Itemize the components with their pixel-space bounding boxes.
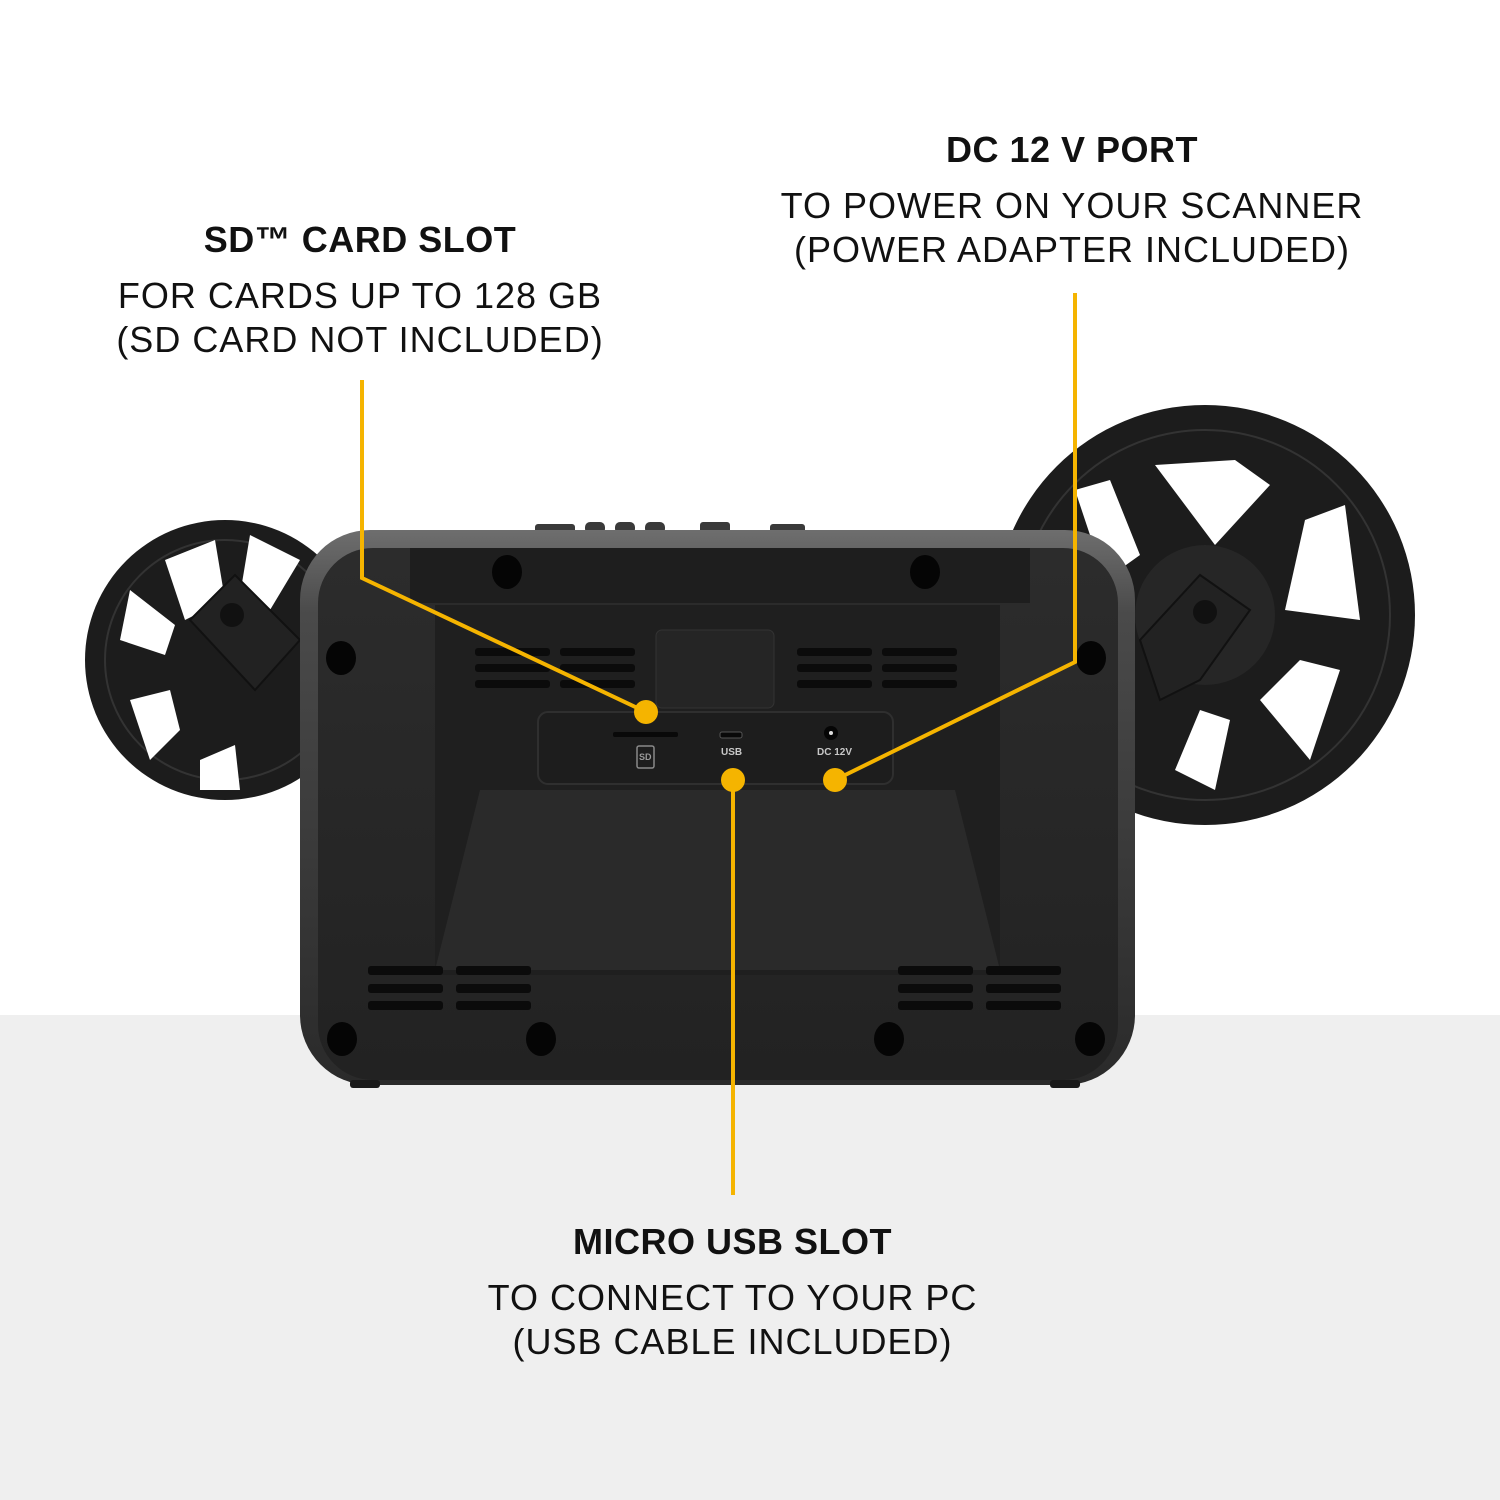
usb-callout-title: MICRO USB SLOT bbox=[573, 1221, 892, 1262]
usb-callout: MICRO USB SLOT TO CONNECT TO YOUR PC (US… bbox=[460, 1220, 1005, 1364]
sd-port-label: SD bbox=[639, 752, 652, 762]
sd-card-callout: SD™ CARD SLOT FOR CARDS UP TO 128 GB (SD… bbox=[90, 218, 630, 362]
dc-port-callout-line1: TO POWER ON YOUR SCANNER bbox=[780, 185, 1364, 226]
usb-callout-line1: TO CONNECT TO YOUR PC bbox=[487, 1277, 978, 1318]
dc-port-callout-line2: (POWER ADAPTER INCLUDED) bbox=[793, 229, 1351, 270]
floor-background bbox=[0, 1015, 1500, 1500]
sd-slot bbox=[613, 732, 678, 737]
sd-card-callout-line1: FOR CARDS UP TO 128 GB bbox=[117, 275, 603, 316]
callout-lines bbox=[360, 293, 1077, 1195]
usb-callout-line2: (USB CABLE INCLUDED) bbox=[512, 1321, 953, 1362]
dc-port-label: DC 12V bbox=[817, 747, 853, 758]
callout-dots bbox=[634, 700, 847, 792]
sd-card-callout-line2: (SD CARD NOT INCLUDED) bbox=[116, 319, 604, 360]
usb-port-label: USB bbox=[721, 747, 743, 758]
sd-card-callout-title: SD™ CARD SLOT bbox=[203, 219, 517, 260]
micro-usb-port bbox=[719, 731, 743, 739]
scanner-body bbox=[300, 530, 1135, 1088]
dc-port-callout-title: DC 12 V PORT bbox=[945, 129, 1199, 170]
sd-card-icon bbox=[636, 745, 655, 769]
dc-port-callout: DC 12 V PORT TO POWER ON YOUR SCANNER (P… bbox=[757, 128, 1387, 272]
